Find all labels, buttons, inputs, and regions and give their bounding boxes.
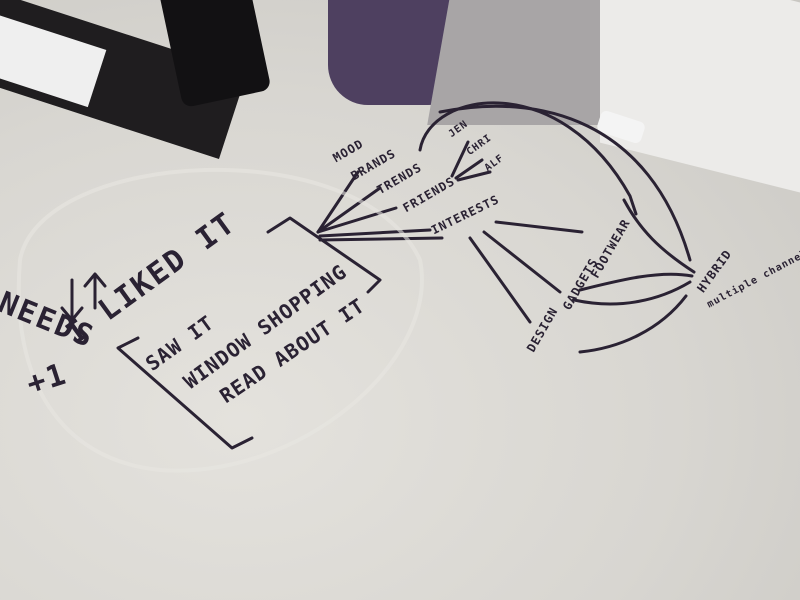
marker-strokes (60, 101, 696, 450)
